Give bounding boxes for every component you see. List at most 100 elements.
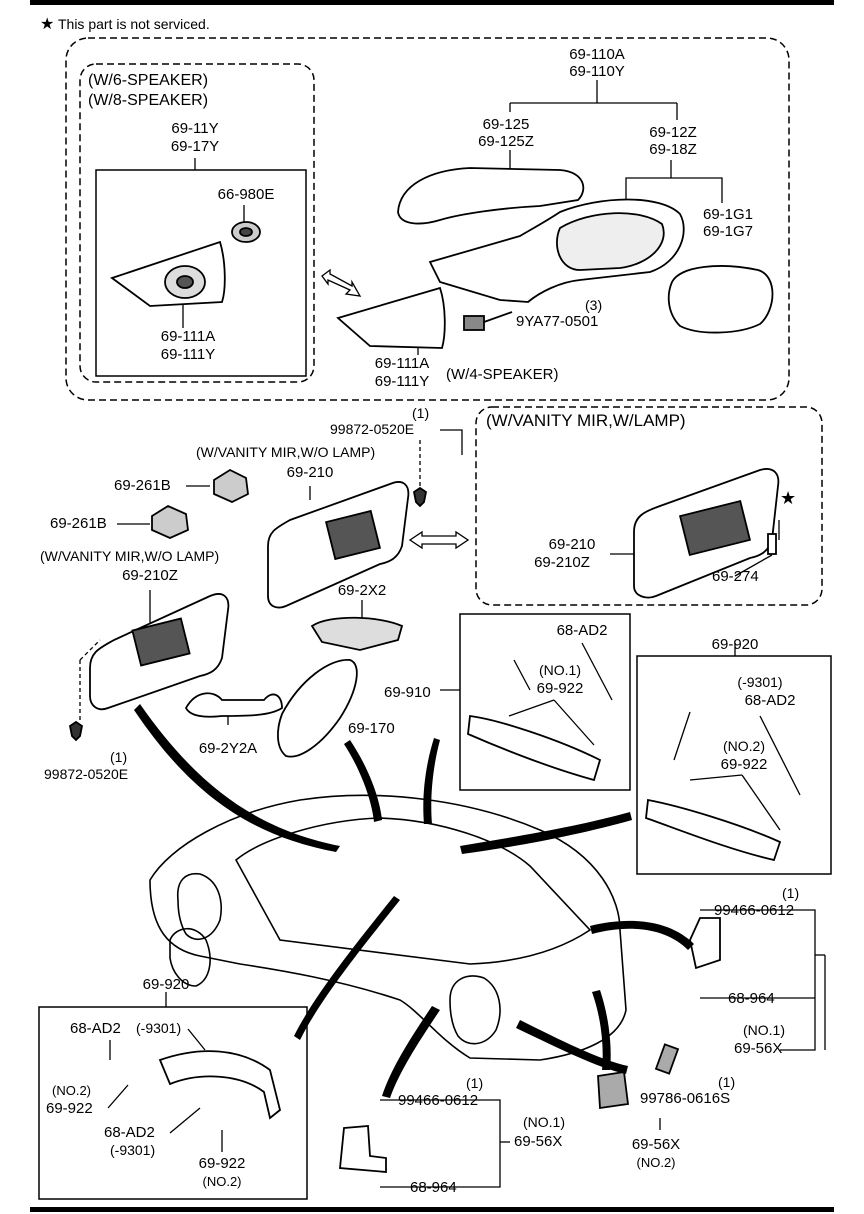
label-vanity-lamp: (W/VANITY MIR,W/LAMP) <box>486 411 686 430</box>
visor-clip-b <box>151 504 189 539</box>
label-99466-0612-a: 99466-0612 <box>714 902 795 919</box>
label-69-2Y2A: 69-2Y2A <box>198 740 258 757</box>
label-w8-speaker: (W/8-SPEAKER) <box>88 92 209 109</box>
label-68-964-b: 68-964 <box>410 1179 457 1196</box>
label-69-922-d: 69-922 <box>198 1155 246 1172</box>
label-69-922-a: 69-922 <box>536 680 584 697</box>
label-no1-b: (NO.1) <box>743 1022 785 1038</box>
label-vanity-nolamp-b: (W/VANITY MIR,W/O LAMP) <box>40 548 220 564</box>
label-no2-b: (NO.2) <box>52 1083 91 1098</box>
label-69-170: 69-170 <box>348 720 395 737</box>
label-9301-c: (-9301) <box>110 1142 156 1158</box>
label-69-111Y-a: 69-111Y <box>160 346 216 363</box>
bracket-upper <box>689 917 721 970</box>
label-69-17Y: 69-17Y <box>170 138 220 155</box>
label-99872-0520E-b: 99872-0520E <box>44 766 129 782</box>
star-icon-b: ★ <box>780 488 797 508</box>
label-69-922-c: 69-922 <box>46 1100 93 1117</box>
label-no2-d: (NO.2) <box>636 1155 676 1170</box>
vehicle-outline <box>149 794 627 1061</box>
label-68-AD2-c: 68-AD2 <box>70 1020 121 1037</box>
label-qty1-d: (1) <box>466 1075 484 1091</box>
label-69-12Z: 69-12Z <box>649 124 697 141</box>
label-69-920-a: 69-920 <box>711 636 759 653</box>
label-99786-0616S: 99786-0616S <box>640 1090 731 1107</box>
mirror-cover-2x2 <box>310 616 404 651</box>
visor-clip-a <box>213 468 249 503</box>
label-69-18Z: 69-18Z <box>649 141 697 158</box>
label-69-56X-b: 69-56X <box>514 1133 563 1150</box>
swap-arrows <box>321 268 470 550</box>
screw-upper <box>412 486 428 508</box>
label-69-922-b: 69-922 <box>720 756 768 773</box>
label-9YA77-0501: 9YA77-0501 <box>516 313 599 330</box>
label-69-210-b: 69-210 <box>548 536 596 553</box>
box-69-920-upper <box>636 655 832 875</box>
label-69-2X2: 69-2X2 <box>337 582 387 599</box>
assist-grip-lower <box>158 1050 282 1120</box>
label-69-111A-a: 69-111A <box>160 328 216 345</box>
label-69-56X-c: 69-56X <box>631 1136 681 1153</box>
double-arrow-upper <box>321 268 362 297</box>
legend-note: ★ This part is not serviced. <box>40 14 210 34</box>
label-69-910: 69-910 <box>384 684 431 701</box>
bracket-no2 <box>597 1070 630 1110</box>
top-rule <box>30 0 834 5</box>
label-9301-a: (-9301) <box>737 674 783 690</box>
label-69-110Y: 69-110Y <box>569 63 625 80</box>
label-99466-0612-b: 99466-0612 <box>398 1092 479 1109</box>
box-69-920-lower <box>38 1006 308 1200</box>
label-69-125: 69-125 <box>482 116 530 133</box>
label-qty1-b: (1) <box>110 749 128 765</box>
grab-handle <box>184 692 283 718</box>
label-vanity-nolamp-a: (W/VANITY MIR,W/O LAMP) <box>196 444 376 460</box>
box-69-910 <box>459 613 631 791</box>
label-no2-a: (NO.2) <box>723 738 765 754</box>
tweeter-inner-box <box>95 169 307 377</box>
label-qty1-e: (1) <box>718 1074 736 1090</box>
label-69-110A: 69-110A <box>569 46 625 63</box>
label-qty1-c: (1) <box>782 885 800 901</box>
label-69-261B-a: 69-261B <box>114 477 171 494</box>
bulb-part <box>767 533 777 555</box>
label-69-111A-b: 69-111A <box>374 355 430 372</box>
vanity-lamp-box <box>475 406 823 606</box>
mirror-glass <box>667 265 774 334</box>
label-66-980E: 66-980E <box>217 186 275 203</box>
label-qty3: (3) <box>585 297 603 313</box>
assist-grip-right <box>645 798 782 862</box>
label-99872-0520E-a: 99872-0520E <box>330 421 415 437</box>
label-69-261B-b: 69-261B <box>50 515 107 532</box>
bottom-rule <box>30 1207 834 1212</box>
label-69-1G1: 69-1G1 <box>702 206 754 223</box>
label-69-274: 69-274 <box>712 568 759 585</box>
label-68-964-a: 68-964 <box>728 990 775 1007</box>
label-68-AD2-b: 68-AD2 <box>744 692 796 709</box>
label-69-210Z-a: 69-210Z <box>122 567 178 584</box>
mirror-group-box <box>65 37 790 401</box>
label-69-920-b: 69-920 <box>142 976 190 993</box>
label-69-125Z: 69-125Z <box>478 133 534 150</box>
bolt-part <box>463 315 485 331</box>
tweeter-housing-b <box>336 286 446 349</box>
label-69-56X-a: 69-56X <box>734 1040 783 1057</box>
label-no2-c: (NO.2) <box>202 1174 242 1189</box>
bracket-lower <box>339 1125 387 1173</box>
label-qty1-a: (1) <box>412 405 430 421</box>
label-69-1G7: 69-1G7 <box>702 223 754 240</box>
label-69-111Y-b: 69-111Y <box>374 373 430 390</box>
double-arrow-middle <box>408 530 470 550</box>
label-no1-c: (NO.1) <box>523 1114 565 1130</box>
label-no1-a: (NO.1) <box>539 662 581 678</box>
speaker-group-box <box>79 63 315 383</box>
rearview-mirror <box>277 659 358 758</box>
star-icon: ★ <box>40 16 55 33</box>
label-68-AD2-a: 68-AD2 <box>556 622 608 639</box>
label-w4-speaker: (W/4-SPEAKER) <box>446 366 559 383</box>
label-69-210-a: 69-210 <box>286 464 334 481</box>
screw-lower <box>68 720 84 742</box>
label-68-AD2-d: 68-AD2 <box>104 1124 155 1141</box>
label-9301-b: (-9301) <box>136 1020 182 1036</box>
assist-grip-upper <box>467 714 602 782</box>
